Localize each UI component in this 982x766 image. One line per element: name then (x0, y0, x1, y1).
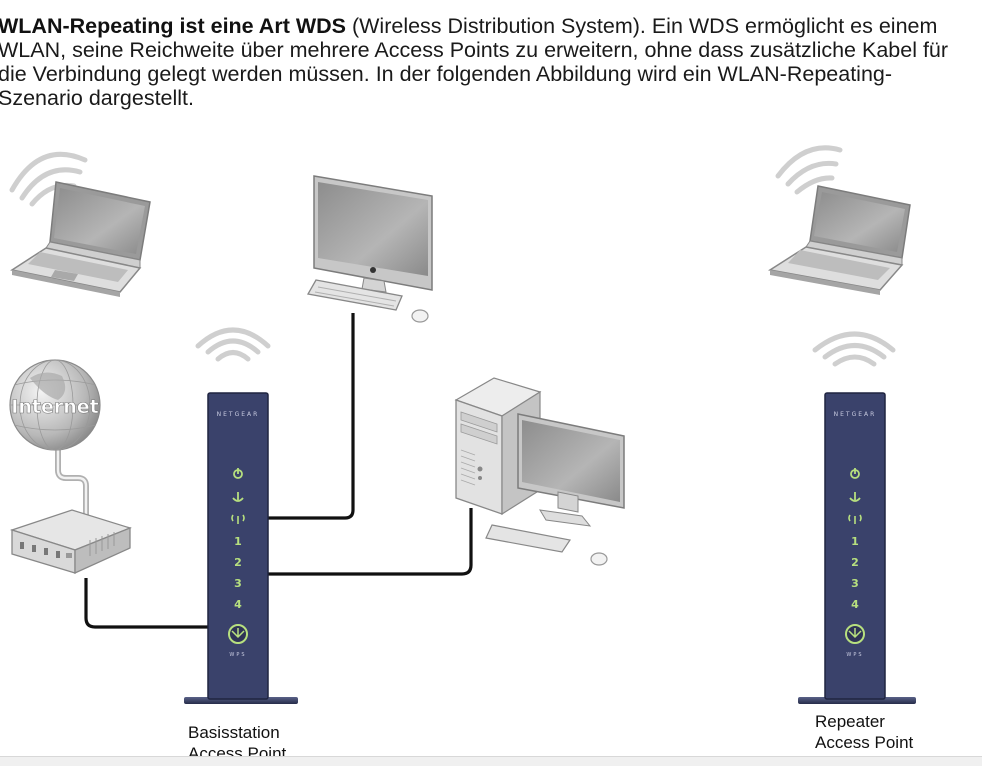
internet-globe: Internet (9, 359, 101, 451)
repeater-wps-label: WPS (846, 652, 863, 658)
port-led-2: 2 (851, 556, 859, 569)
wps-button[interactable] (228, 624, 248, 644)
base-wps-label: WPS (229, 652, 246, 658)
internet-label: Internet (11, 396, 98, 418)
port-led-4: 4 (851, 598, 859, 611)
repeater-caption-line2: Access Point (815, 733, 914, 752)
wireless-led-icon (231, 514, 245, 524)
port-led-3: 3 (851, 577, 859, 590)
repeater-led-panel: 1 2 3 4 (848, 468, 862, 611)
wps-button[interactable] (845, 624, 865, 644)
cable-internet-modem-inner (56, 438, 88, 520)
repeater-caption-line1: Repeater (815, 712, 885, 731)
port-led-4: 4 (234, 598, 242, 611)
intro-bold-lead: WLAN-Repeating ist eine Art WDS (0, 14, 346, 38)
laptop-right (767, 185, 911, 295)
bottom-scroll-area (0, 756, 982, 766)
port-led-3: 3 (234, 577, 242, 590)
power-led-icon (233, 468, 243, 479)
cable-modem-router (84, 578, 208, 629)
dsl-modem (9, 509, 132, 575)
cables (55, 313, 473, 629)
intro-paragraph: WLAN-Repeating ist eine Art WDS (Wireles… (0, 14, 958, 110)
port-led-2: 2 (234, 556, 242, 569)
imac-computer (306, 175, 433, 323)
intro-text: (Wireless Distribution System). Ein WDS … (0, 14, 949, 110)
base-station-caption-line1: Basisstation (188, 723, 280, 742)
repeater-router: NETGEAR 1 2 3 4 WPS (798, 392, 916, 704)
port-led-1: 1 (234, 535, 242, 548)
repeater-brand: NETGEAR (834, 411, 877, 418)
port-led-1: 1 (851, 535, 859, 548)
repeater-caption: Repeater Access Point (815, 711, 913, 753)
wireless-led-icon (848, 514, 862, 524)
wifi-waves-base-station (195, 327, 271, 362)
desktop-computer (454, 377, 625, 566)
laptop-left (10, 181, 151, 297)
base-led-panel: 1 2 3 4 (231, 468, 245, 611)
cable-router-imac (268, 313, 355, 520)
wifi-waves-repeater (812, 331, 896, 367)
wifi-waves-laptop-right (775, 145, 843, 195)
internet-led-icon (232, 492, 244, 502)
base-station-router: NETGEAR 1 2 3 4 WPS (184, 392, 298, 704)
cable-router-desktop (268, 508, 473, 576)
base-brand: NETGEAR (217, 411, 260, 418)
power-led-icon (850, 468, 860, 479)
internet-led-icon (849, 492, 861, 502)
